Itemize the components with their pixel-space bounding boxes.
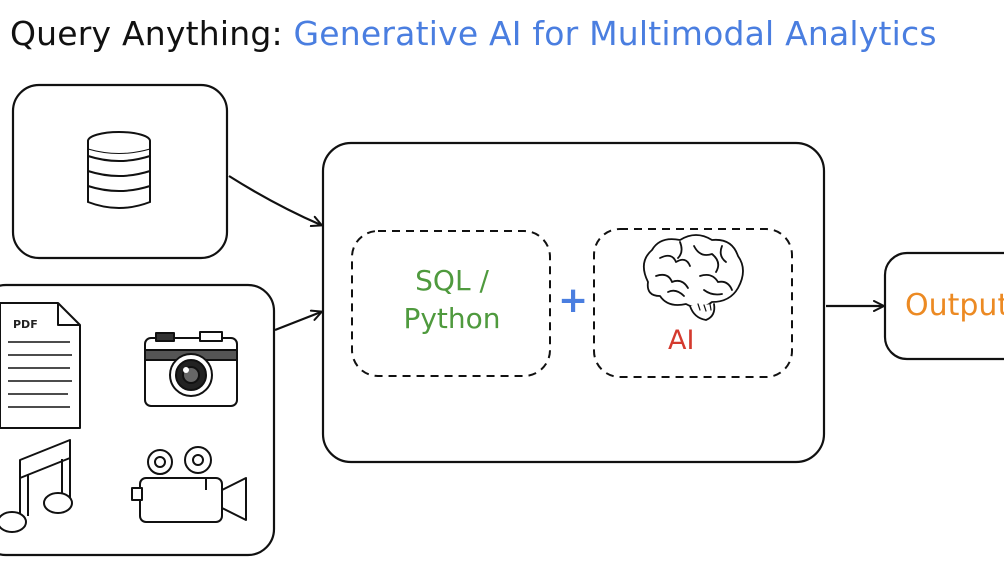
ai-label: AI [668,325,695,356]
diagram-title: Query Anything: Generative AI for Multim… [10,14,937,53]
sql-python-box [351,230,551,377]
music-note-icon [0,439,73,533]
output-label: Output [905,288,1004,323]
video-camera-icon [131,446,247,523]
title-highlight: Generative AI for Multimodal Analytics [293,14,937,53]
sql-python-label: SQL / Python [354,262,550,338]
sql-label-line2: Python [403,302,501,335]
arrow-media-to-processor [274,309,323,332]
media-source-box [0,283,276,557]
processor-box [321,141,826,464]
pdf-document-icon [0,302,81,429]
plus-sign: + [558,280,589,321]
database-source-box [11,83,229,260]
sql-label-line1: SQL / [415,264,489,297]
camera-icon [144,331,238,407]
arrow-database-to-processor [228,175,323,227]
ai-box [593,228,793,378]
brain-icon [642,234,744,321]
title-prefix: Query Anything: [10,14,283,53]
output-box [883,251,1004,361]
database-icon [87,131,151,209]
pdf-label: PDF [13,318,38,331]
